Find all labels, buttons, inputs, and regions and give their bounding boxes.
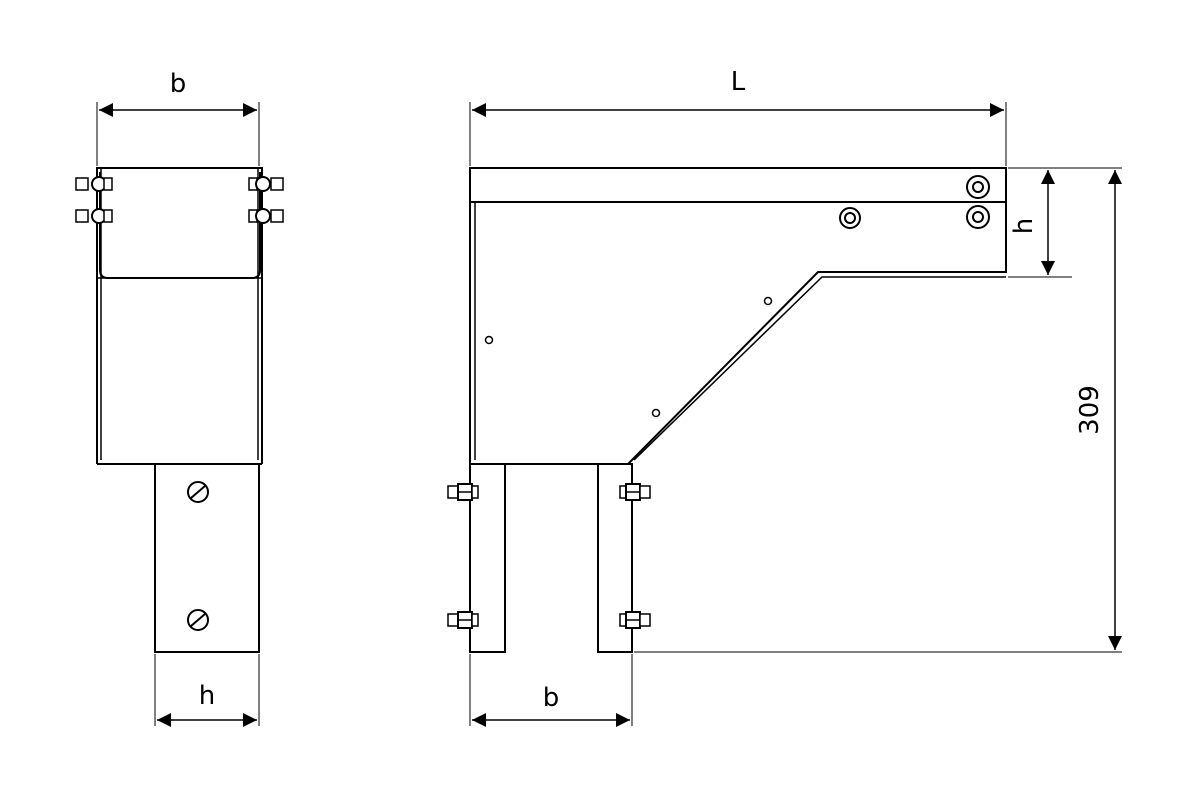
side-body-inner-wall — [100, 168, 259, 460]
dimension-label-h: h — [199, 681, 215, 711]
hole-icon — [763, 296, 773, 306]
dimension-label-309: 309 — [1075, 385, 1105, 435]
side-view: b h — [75, 69, 284, 727]
bolt-icon — [75, 208, 113, 224]
dimension-label-b: b — [170, 69, 187, 99]
dimension-b-front: b — [469, 654, 633, 727]
dimension-label-L: L — [731, 67, 746, 97]
dimension-b-side: b — [96, 69, 260, 166]
bolt-head-icon — [839, 207, 861, 229]
bolt-head-icon — [966, 205, 990, 229]
bolt-icon — [75, 176, 113, 192]
front-view: L h 309 b — [447, 67, 1122, 727]
bolt-icon — [619, 483, 651, 501]
side-clamp-bracket — [99, 172, 261, 279]
screw-icon — [187, 609, 209, 631]
dimension-309: 309 — [634, 167, 1122, 653]
main-plate-outline — [469, 168, 1007, 465]
bolt-icon — [447, 483, 479, 501]
hole-icon — [651, 408, 661, 418]
bolt-icon — [248, 208, 284, 224]
bolt-head-icon — [966, 175, 990, 199]
dimension-L: L — [469, 67, 1007, 166]
dimension-h-front: h — [1008, 167, 1072, 278]
top-flange — [469, 167, 1007, 203]
bolt-icon — [619, 611, 651, 629]
dimension-h-side: h — [154, 654, 260, 727]
side-body-outline — [96, 167, 263, 464]
bolt-icon — [248, 176, 284, 192]
main-plate-inner-edge — [474, 202, 1006, 461]
hole-icon — [484, 335, 494, 345]
dimension-label-h-front: h — [1009, 218, 1039, 234]
screw-icon — [187, 481, 209, 503]
dimension-label-b-front: b — [543, 683, 560, 713]
bolt-icon — [447, 611, 479, 629]
